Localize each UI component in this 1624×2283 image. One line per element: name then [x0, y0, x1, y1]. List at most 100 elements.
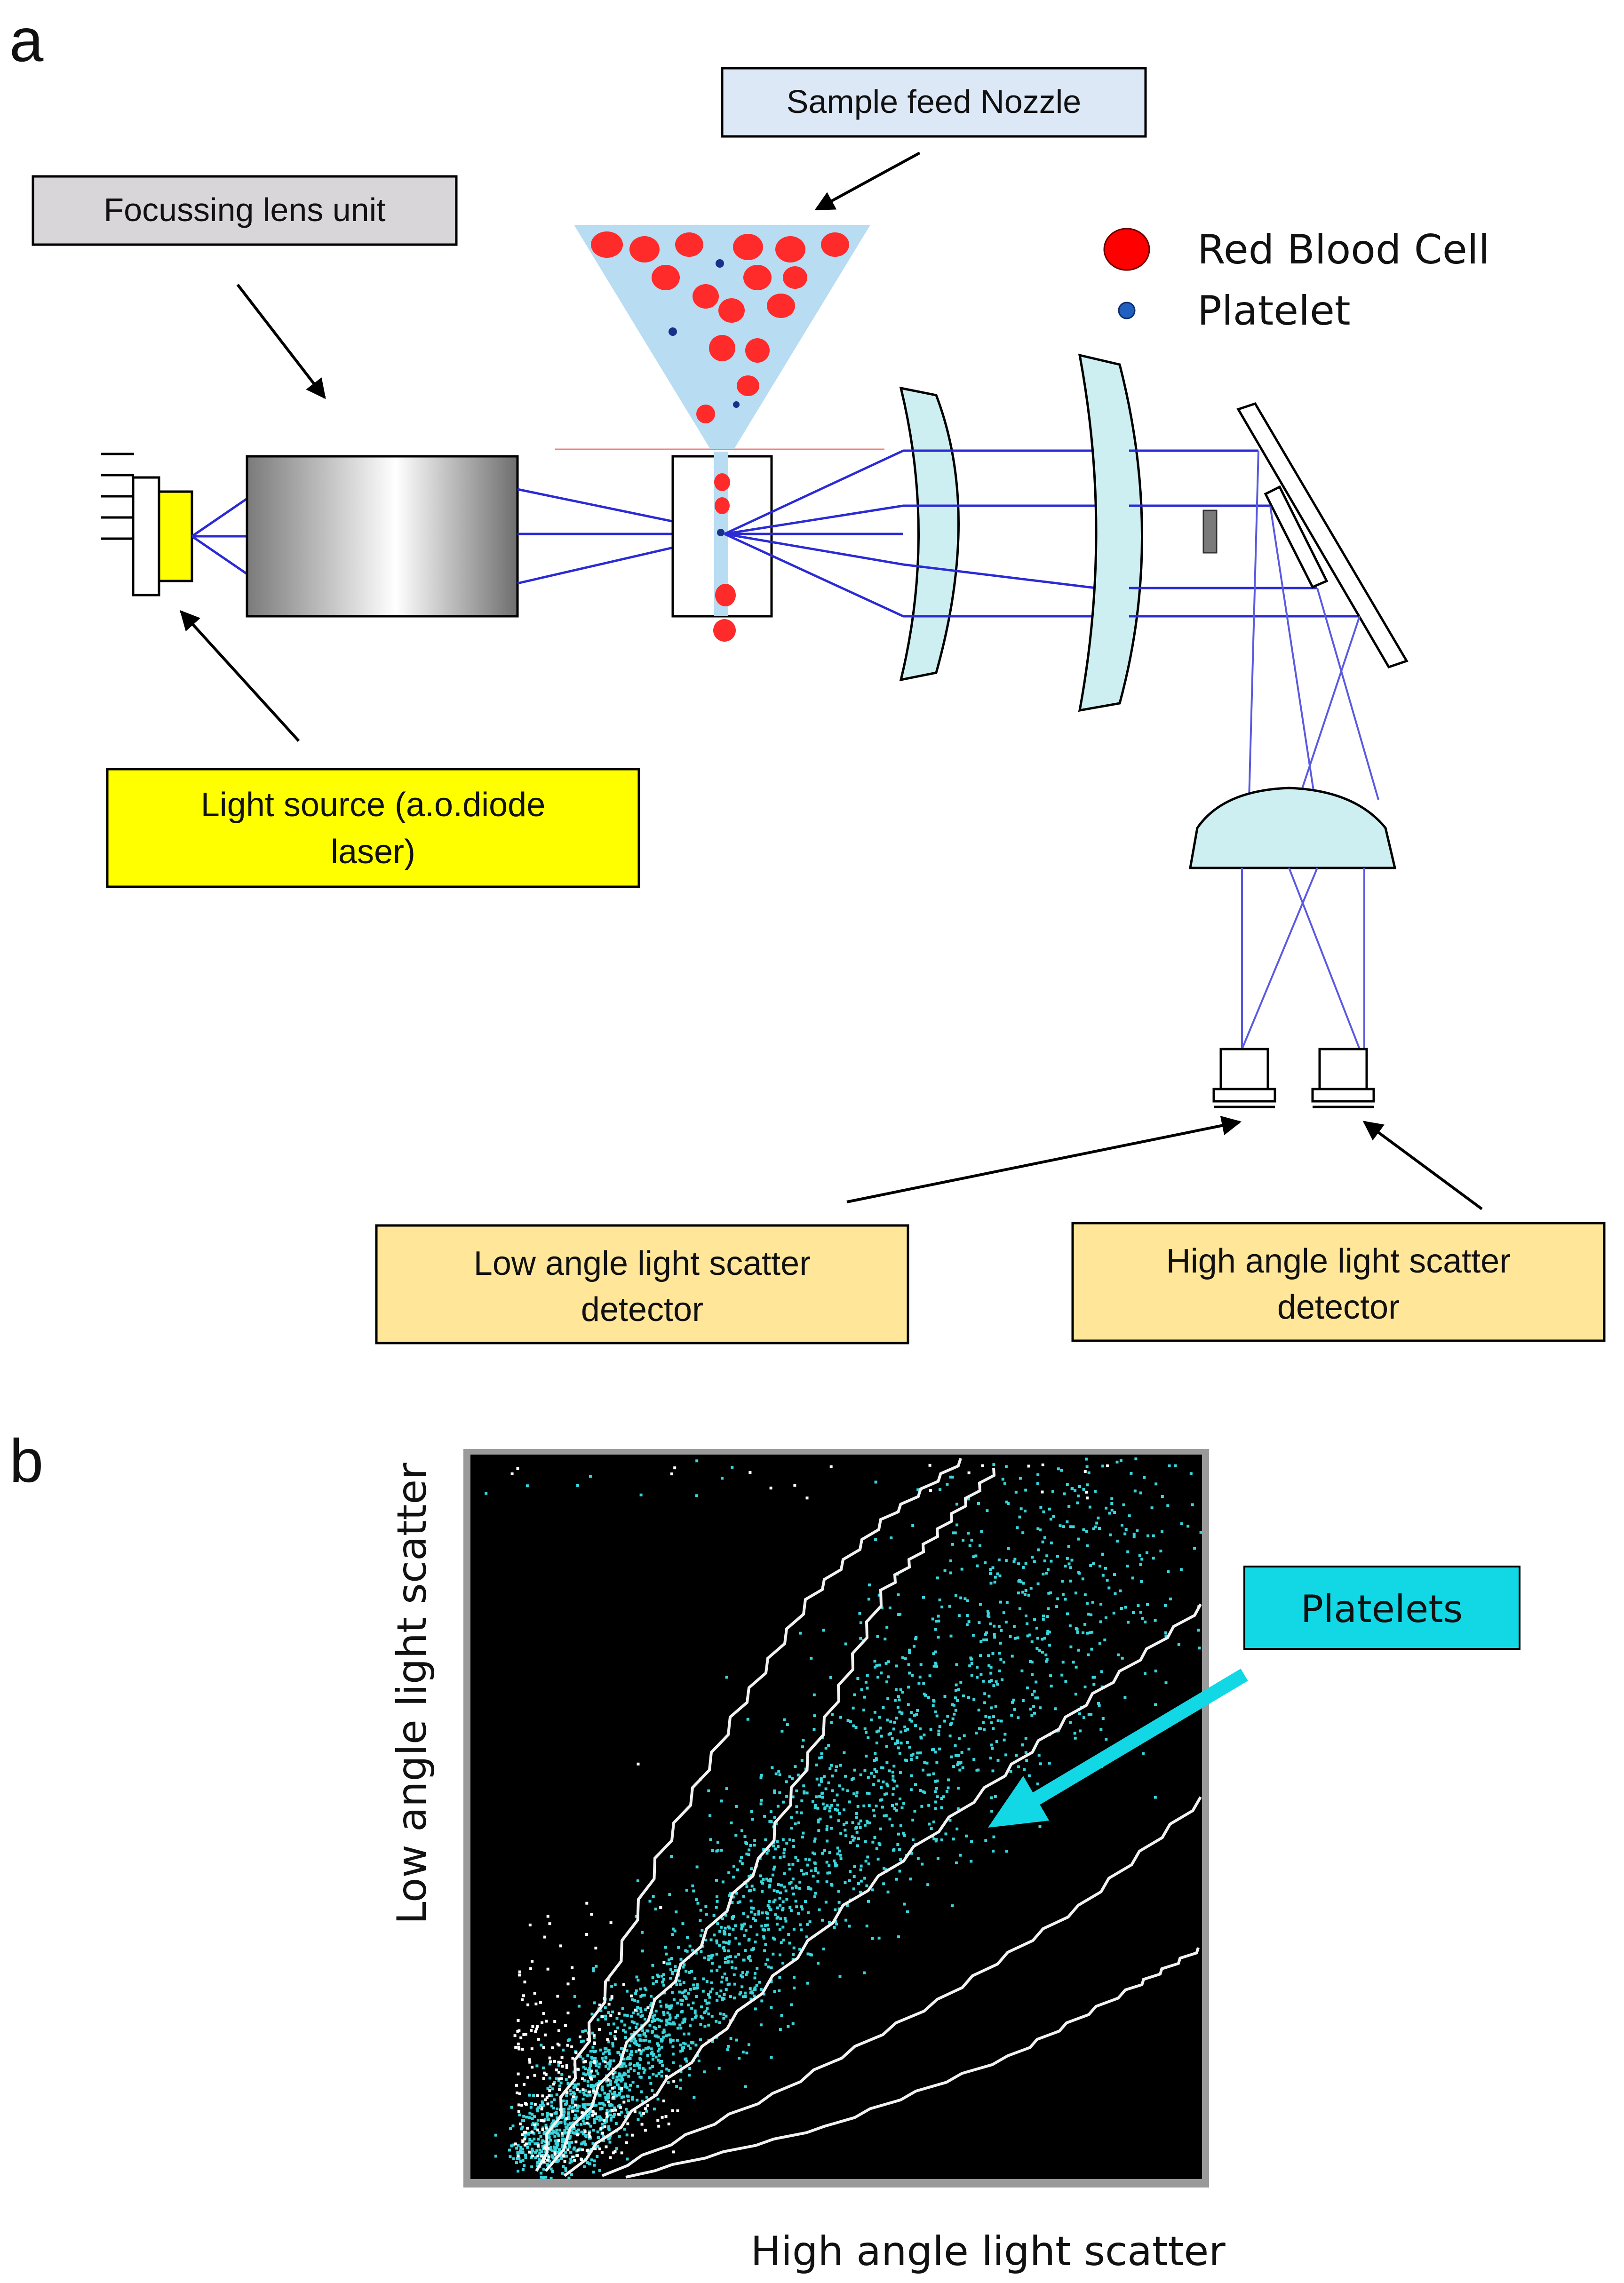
scatter-point — [563, 2129, 566, 2132]
scatter-point — [907, 1663, 910, 1666]
scatter-point — [715, 1939, 718, 1942]
scatter-point-white — [600, 2151, 604, 2154]
scatter-point — [586, 2117, 589, 2120]
scatter-point — [814, 1867, 817, 1870]
scatter-point — [769, 1820, 772, 1823]
scatter-point — [719, 1989, 723, 1993]
scatter-point — [622, 2062, 626, 2065]
scatter-point-edge — [992, 1463, 995, 1466]
scatter-point — [668, 2068, 670, 2072]
scatter-point — [542, 2176, 545, 2180]
scatter-point — [668, 1958, 670, 1962]
scatter-point — [908, 1648, 911, 1652]
scatter-point — [1077, 1537, 1080, 1541]
scatter-point — [767, 1879, 770, 1882]
scatter-point-white — [558, 2088, 561, 2091]
scatter-point — [607, 2127, 610, 2130]
scatter-point — [558, 2084, 562, 2088]
scatter-point — [584, 2029, 587, 2032]
scatter-point-edge — [1189, 1472, 1193, 1475]
scatter-point-white — [523, 2131, 526, 2134]
scatter-point-white — [586, 2122, 589, 2124]
scatter-point — [585, 2108, 588, 2111]
scatter-point — [720, 1981, 724, 1984]
scatter-point — [518, 2149, 522, 2152]
scatter-point — [1066, 1520, 1069, 1523]
scatter-point-edge — [1036, 1473, 1040, 1476]
scatter-point — [519, 2151, 522, 2154]
scatter-point — [678, 1980, 681, 1983]
scatter-point — [967, 1620, 971, 1623]
scatter-point — [913, 1645, 915, 1648]
scatter-point — [624, 2064, 628, 2068]
scatter-point-white — [521, 2140, 525, 2143]
scatter-point — [634, 1992, 637, 1995]
scatter-point — [1088, 1631, 1091, 1634]
scatter-point — [872, 1808, 876, 1812]
scatter-point — [657, 2059, 660, 2062]
scatter-point — [1088, 1505, 1091, 1509]
platelets-annotation: Platelets — [988, 1566, 1521, 1828]
scatter-point — [885, 1745, 888, 1748]
scatter-point — [816, 1806, 820, 1810]
scatter-point — [940, 1797, 943, 1800]
scatter-point — [812, 1728, 816, 1731]
scatter-point — [896, 1741, 900, 1744]
scatter-point — [1054, 1707, 1057, 1710]
scatter-point — [798, 1880, 802, 1884]
scatter-point — [1010, 1714, 1013, 1717]
panel-a-letter: a — [9, 6, 44, 74]
scatter-point — [657, 1975, 660, 1978]
scatter-point — [767, 1965, 770, 1969]
scatter-point — [903, 1834, 906, 1837]
scatter-point — [846, 1789, 849, 1792]
scatter-point — [707, 1958, 710, 1961]
scatter-point — [1098, 1642, 1101, 1645]
scatter-point — [742, 1958, 745, 1962]
scatter-point — [949, 1723, 952, 1726]
scatter-point-white — [572, 2095, 575, 2099]
scatter-point — [1005, 1500, 1008, 1503]
scatter-point — [527, 2132, 530, 2135]
scatter-point — [1167, 1570, 1170, 1573]
scatter-point — [791, 1958, 795, 1961]
scatter-point — [992, 1715, 995, 1718]
scatter-point — [952, 1703, 955, 1707]
scatter-point — [899, 1771, 902, 1774]
scatter-point — [591, 2142, 595, 2145]
scatter-point — [564, 2132, 567, 2135]
scatter-point — [688, 2067, 692, 2070]
scatter-point — [1050, 1685, 1053, 1688]
scatter-point — [1074, 1736, 1077, 1740]
scatter-point — [597, 2072, 599, 2076]
scatter-point-white — [571, 1966, 574, 1969]
scatter-point — [683, 1995, 686, 1998]
scatter-point — [1082, 1631, 1085, 1634]
scatter-point-white — [533, 2124, 537, 2126]
scatter-point — [799, 1631, 802, 1635]
scatter-point — [565, 2125, 569, 2129]
scatter-point — [1086, 1483, 1089, 1487]
scatter-point — [598, 2169, 601, 2172]
scatter-point — [680, 2010, 683, 2013]
scatter-point-white — [594, 2147, 597, 2150]
scatter-point — [896, 1843, 900, 1846]
scatter-point — [866, 1674, 869, 1677]
scatter-point — [792, 1927, 796, 1931]
scatter-point-white — [540, 2119, 543, 2122]
low-angle-detector — [1212, 1048, 1276, 1108]
scatter-point — [524, 2134, 527, 2137]
scatter-point — [604, 2050, 607, 2053]
scatter-point — [983, 1701, 987, 1704]
scatter-point — [696, 1901, 700, 1905]
scatter-point — [937, 1729, 940, 1733]
scatter-point — [772, 1952, 775, 1956]
scatter-point — [665, 2068, 669, 2071]
scatter-point — [1137, 1604, 1140, 1607]
scatter-point — [990, 1706, 993, 1710]
scatter-point — [1017, 1562, 1020, 1566]
scatter-point — [777, 1845, 780, 1848]
scatter-point-white — [565, 2064, 568, 2067]
scatter-point — [895, 1784, 899, 1788]
scatter-point — [1046, 1615, 1049, 1618]
